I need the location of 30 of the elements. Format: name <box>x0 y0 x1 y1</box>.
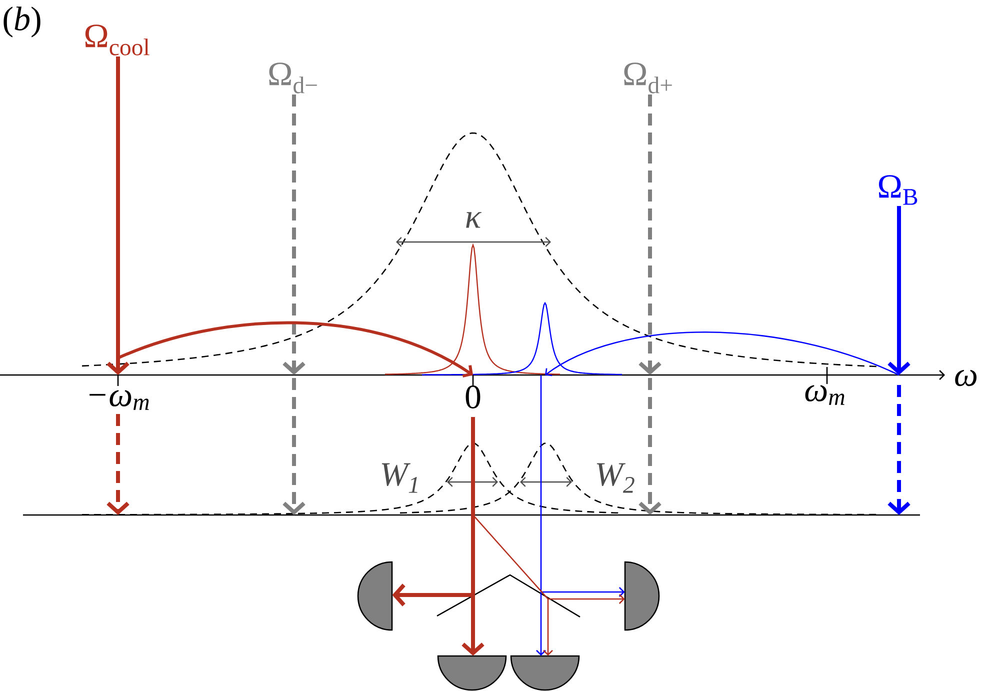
tick-label: −ω$_{m}$ <box>90 390 149 410</box>
photodetector <box>437 655 507 691</box>
beam-arrow <box>392 584 473 606</box>
symbol-label: W$_{1}$ <box>382 463 418 493</box>
beam-arrow <box>536 592 546 656</box>
symbol-label: κ <box>466 212 482 228</box>
tick-label: 0 <box>466 386 480 408</box>
arrow-label: Ω$_{B}$ <box>878 175 918 205</box>
arrow <box>638 94 662 375</box>
arrow-label: Ω$_{d−}$ <box>269 62 317 94</box>
curved-arrow <box>117 321 473 378</box>
arrow <box>282 94 306 375</box>
curved-arrow <box>545 332 900 376</box>
arrow <box>888 206 910 375</box>
photodetector <box>510 655 580 691</box>
arrow-label: Ω$_{d+}$ <box>624 62 672 94</box>
resonance-peak <box>385 243 560 375</box>
arrow <box>106 56 130 375</box>
beam-arrow <box>541 587 625 597</box>
arrow-label: Ω$_{cool}$ <box>85 24 150 56</box>
resonance-peak <box>422 302 622 376</box>
panel-label: (b) <box>4 6 40 38</box>
symbol-label: W$_{2}$ <box>596 463 634 493</box>
photodetector <box>624 561 660 631</box>
beam-arrow <box>548 594 625 604</box>
beam-arrow <box>462 594 484 656</box>
photodetector <box>357 561 393 631</box>
beam-arrow <box>543 598 553 656</box>
tick-label: ω$_{m}$ <box>805 385 844 405</box>
axis-label: ω <box>955 370 977 386</box>
